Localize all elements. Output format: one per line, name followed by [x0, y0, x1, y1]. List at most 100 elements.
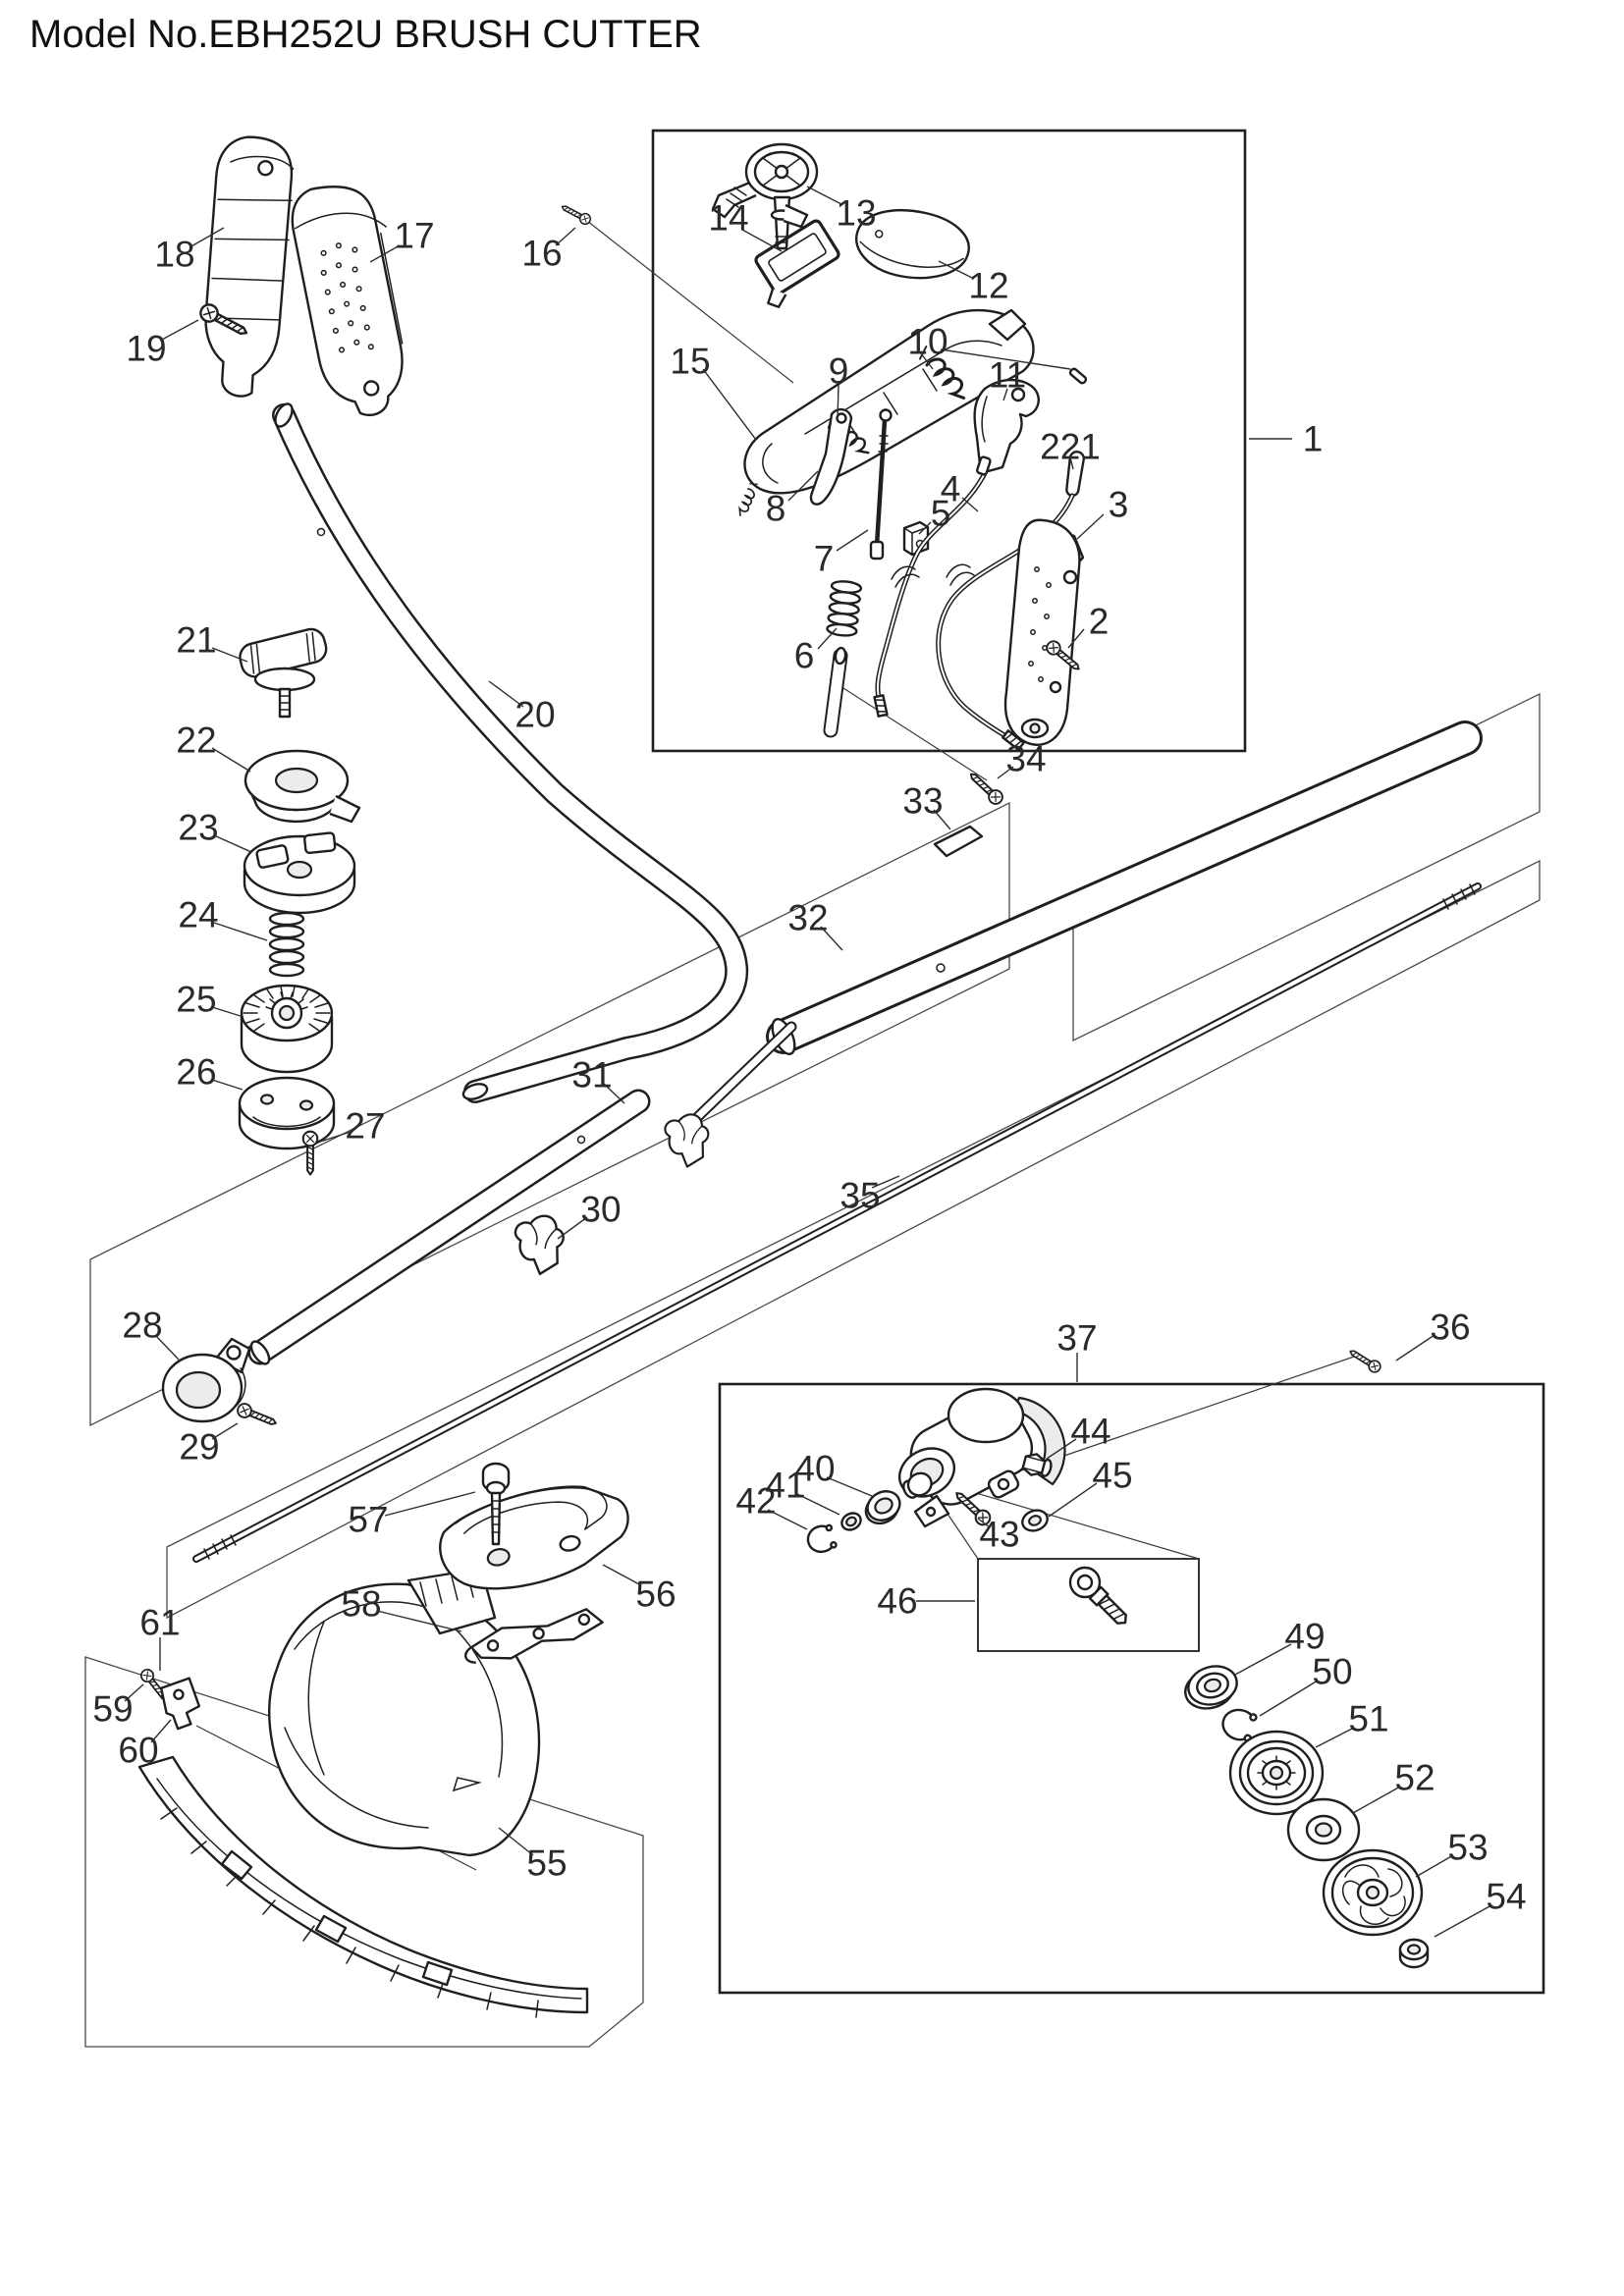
- part-label-21: 21: [176, 620, 248, 663]
- gear-case-screw: [1346, 1345, 1383, 1375]
- part-label-32: 32: [787, 898, 843, 951]
- part-number-61: 61: [139, 1603, 180, 1643]
- part-number-58: 58: [341, 1584, 381, 1625]
- rear-pipe: [766, 721, 1483, 1055]
- leader-line-35: [871, 1175, 900, 1189]
- swivel-block: [902, 520, 930, 557]
- part-label-19: 19: [126, 319, 199, 369]
- part-number-32: 32: [787, 898, 828, 938]
- inset-box-throttle-assembly: [651, 129, 1247, 753]
- washer: [840, 1512, 862, 1531]
- part-number-50: 50: [1312, 1652, 1352, 1692]
- leader-line-21: [211, 647, 248, 663]
- leader-line-54: [1434, 1904, 1492, 1938]
- part-number-21: 21: [176, 620, 216, 661]
- extension-bracket: [159, 1677, 201, 1731]
- part-number-24: 24: [178, 895, 218, 935]
- pivot-pin: [1068, 367, 1088, 385]
- part-number-54: 54: [1486, 1877, 1526, 1917]
- part-number-9: 9: [829, 351, 849, 392]
- part-label-41: 41: [765, 1466, 840, 1516]
- leader-line-29: [211, 1422, 239, 1440]
- part-number-59: 59: [92, 1689, 133, 1730]
- pipe-clip-loose: [512, 1210, 572, 1279]
- clamp-knob: [239, 627, 328, 719]
- part-number-57: 57: [348, 1500, 388, 1540]
- switch-cable: [936, 451, 1085, 751]
- throttle-assembly: [711, 142, 1088, 751]
- part-number-35: 35: [839, 1176, 880, 1216]
- leader-line-57: [384, 1491, 476, 1517]
- part-number-3: 3: [1109, 485, 1129, 525]
- part-label-30: 30: [557, 1190, 622, 1240]
- leader-line-58: [376, 1610, 462, 1632]
- part-label-40: 40: [794, 1449, 873, 1497]
- part-number-45: 45: [1092, 1456, 1132, 1496]
- part-number-41: 41: [765, 1466, 805, 1506]
- part-label-54: 54: [1434, 1877, 1527, 1938]
- part-label-44: 44: [1046, 1412, 1111, 1460]
- leader-line-8: [787, 470, 819, 502]
- leader-line-50: [1259, 1680, 1319, 1717]
- part-number-11: 11: [989, 355, 1026, 396]
- handle-cover: [855, 209, 970, 280]
- leader-line-30: [557, 1216, 588, 1240]
- part-label-56: 56: [602, 1564, 677, 1615]
- part-number-2: 2: [1089, 602, 1110, 642]
- leader-line-43: [977, 1518, 991, 1528]
- spindle-nut: [1398, 1938, 1430, 1969]
- part-label-11: 11: [989, 355, 1026, 401]
- part-label-58: 58: [341, 1584, 462, 1632]
- flex-grip: [823, 580, 863, 738]
- part-label-7: 7: [814, 529, 869, 579]
- leader-line-5: [918, 521, 932, 535]
- leader-line-49: [1234, 1643, 1292, 1676]
- protector-guard: [268, 1567, 541, 1857]
- leader-line-34: [997, 766, 1014, 779]
- hanger-screw: [235, 1401, 280, 1431]
- part-label-25: 25: [176, 980, 244, 1020]
- part-label-43: 43: [977, 1515, 1020, 1555]
- part-label-49: 49: [1234, 1617, 1326, 1676]
- part-label-26: 26: [176, 1052, 244, 1093]
- leader-line-20: [488, 680, 524, 708]
- inset-box-gear-case: [718, 1382, 1545, 1995]
- part-number-14: 14: [708, 198, 748, 239]
- part-label-4: 4: [941, 469, 979, 512]
- protector-cup: [1322, 1848, 1424, 1937]
- handle-housing: [729, 308, 1035, 518]
- part-label-50: 50: [1259, 1652, 1353, 1717]
- part-label-45: 45: [1048, 1456, 1133, 1518]
- clamp-washer-lower: [1286, 1797, 1361, 1862]
- bearing-lower: [1184, 1665, 1238, 1710]
- leader-line-4: [961, 497, 979, 512]
- part-number-28: 28: [122, 1306, 162, 1346]
- leader-line-27: [319, 1131, 352, 1143]
- part-label-28: 28: [122, 1306, 180, 1361]
- handle-half-left: [204, 135, 295, 398]
- leader-line-7: [836, 529, 869, 552]
- part-label-37: 37: [1056, 1318, 1098, 1382]
- leader-line-2: [1067, 628, 1085, 649]
- part-label-61: 61: [139, 1603, 181, 1671]
- part-number-23: 23: [178, 808, 218, 848]
- leader-line-32: [820, 926, 843, 951]
- clamp-spring: [268, 911, 305, 978]
- part-number-20: 20: [514, 695, 555, 735]
- handlebar-tube: [272, 402, 749, 1103]
- hanger-clamp: [161, 1337, 251, 1423]
- guard-bolt: [481, 1462, 511, 1546]
- leader-line-221: [1069, 456, 1074, 470]
- part-label-23: 23: [178, 808, 252, 853]
- guard-hinge-plate: [464, 1608, 604, 1664]
- gear-head-bolt: [1068, 1566, 1127, 1625]
- clamp-lower: [238, 1076, 336, 1150]
- handle-screw-right: [559, 201, 593, 227]
- handle-grip-right: [291, 186, 404, 417]
- part-number-40: 40: [794, 1449, 835, 1489]
- part-label-14: 14: [708, 198, 783, 252]
- part-number-1: 1: [1303, 419, 1324, 459]
- leader-line-51: [1315, 1727, 1355, 1748]
- front-pipe: [247, 1089, 651, 1365]
